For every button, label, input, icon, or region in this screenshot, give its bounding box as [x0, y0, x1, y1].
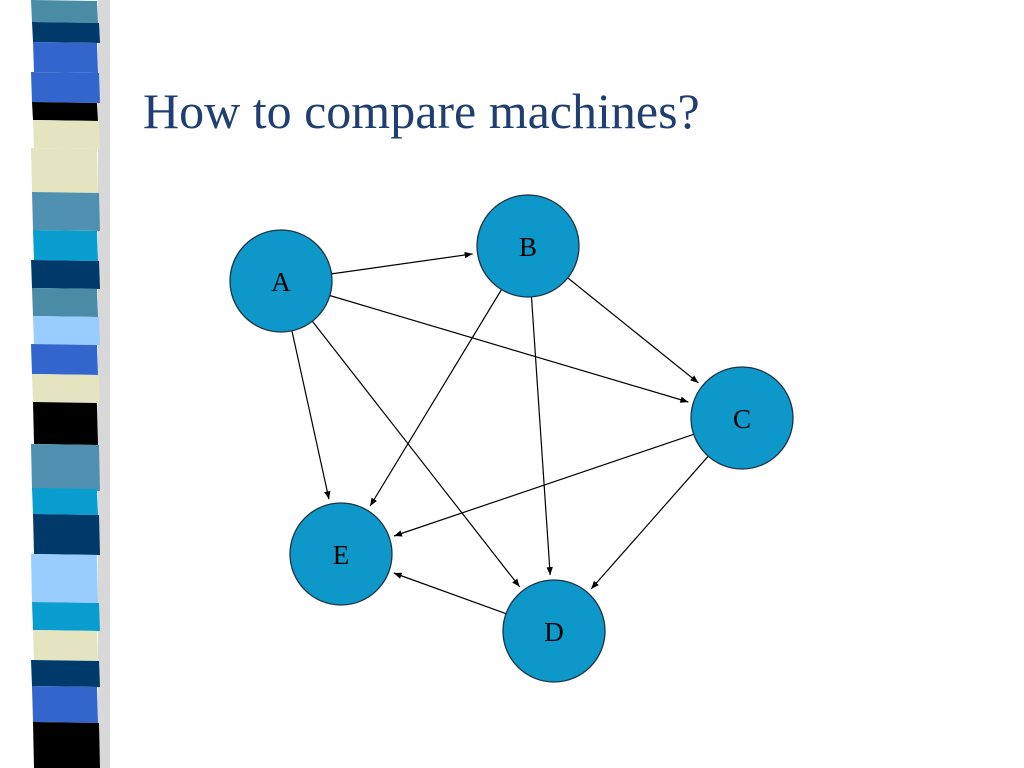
- sidebar-stripe: [32, 22, 100, 43]
- edge-c-to-e: [393, 428, 710, 537]
- sidebar-stripe: [32, 192, 100, 231]
- sidebar-stripe: [31, 444, 100, 491]
- node-circle: [289, 502, 393, 606]
- sidebar-stripe: [32, 374, 100, 403]
- sidebar-stripe: [33, 514, 100, 555]
- sidebar-stripe: [31, 0, 98, 23]
- sidebar-stripe: [33, 630, 98, 661]
- sidebar-stripe: [31, 148, 98, 193]
- edge-b-to-d: [529, 280, 553, 576]
- sidebar-stripe: [33, 230, 98, 261]
- sidebar-stripe: [33, 316, 100, 345]
- edge-a-to-b: [315, 251, 473, 277]
- node-d: D: [502, 579, 606, 683]
- node-label: E: [333, 540, 350, 570]
- sidebar-stripe: [31, 344, 98, 375]
- sidebar-stripe: [32, 602, 100, 631]
- node-circle: [690, 366, 794, 470]
- node-circle: [229, 229, 333, 333]
- edge-a-to-d: [302, 308, 521, 588]
- sidebar-stripe: [31, 260, 100, 289]
- edge-b-to-c: [554, 267, 699, 384]
- sidebar-stripe: [32, 102, 98, 121]
- sidebar-stripe: [33, 42, 98, 73]
- decorative-sidebar-stripes: [0, 0, 120, 768]
- edge-b-to-e: [369, 275, 511, 507]
- sidebar-stripe: [33, 120, 100, 149]
- edge-d-to-e: [393, 572, 522, 620]
- sidebar-stripe: [31, 554, 98, 603]
- node-label: D: [544, 617, 564, 647]
- node-circle: [476, 194, 580, 298]
- node-e: E: [289, 502, 393, 606]
- sidebar-stripe: [32, 288, 98, 317]
- node-label: C: [733, 404, 751, 434]
- edge-a-to-c: [314, 290, 689, 403]
- sidebar-stripe: [33, 402, 98, 445]
- node-a: A: [229, 229, 333, 333]
- edge-c-to-d: [590, 443, 720, 590]
- node-label: A: [271, 267, 291, 297]
- sidebar-stripe: [32, 686, 98, 723]
- sidebar-stripe: [31, 72, 100, 103]
- node-label: B: [519, 232, 537, 262]
- node-circle: [502, 579, 606, 683]
- sidebar-stripe: [33, 722, 100, 768]
- edge-a-to-e: [287, 315, 331, 500]
- sidebar-stripe: [31, 660, 100, 687]
- node-c: C: [690, 366, 794, 470]
- node-b: B: [476, 194, 580, 298]
- slide-title: How to compare machines?: [143, 83, 700, 139]
- sidebar-stripe: [32, 488, 98, 515]
